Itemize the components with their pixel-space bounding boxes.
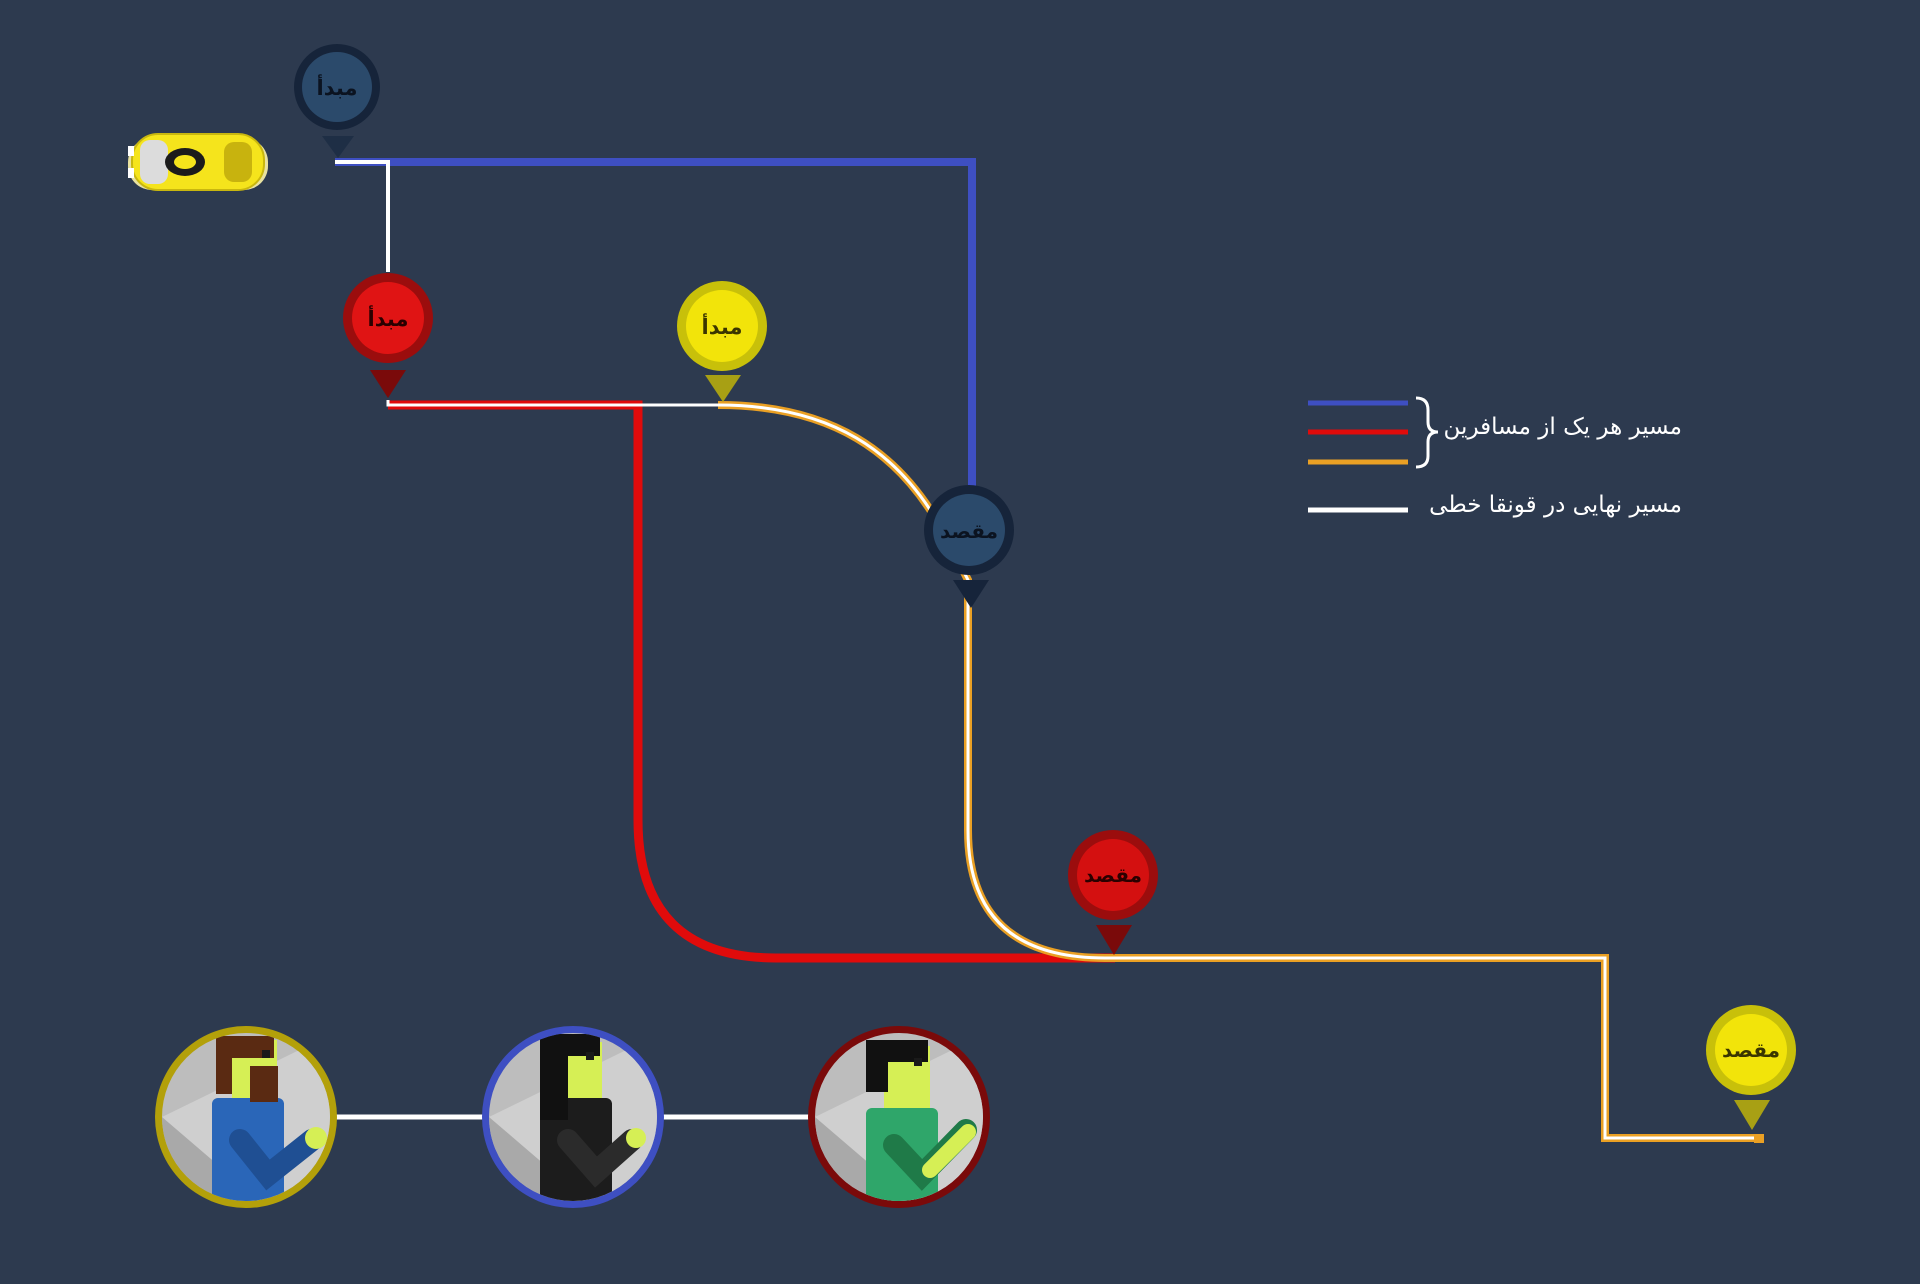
legend-label-final-route: مسیر نهایی در قونقا خطی [1429, 492, 1682, 518]
pin-label: مقصد [940, 519, 998, 543]
pin-yellow-destination: مقصد [1706, 1005, 1796, 1130]
pin-label: مبدأ [317, 73, 358, 100]
pin-red-destination: مقصد [1068, 830, 1158, 955]
bearded-man-passenger-icon [155, 1026, 337, 1208]
pin-yellow-origin: مبدأ [677, 281, 767, 402]
pin-label: مبدأ [702, 312, 743, 339]
legend-brace [1415, 396, 1439, 469]
pin-label: مبدأ [368, 304, 409, 331]
legend-label-passenger-routes: مسیر هر یک از مسافرین [1443, 414, 1682, 440]
pin-label: مقصد [1722, 1038, 1780, 1062]
routes [335, 158, 1764, 1143]
taxi-car-icon [128, 133, 268, 191]
legend [1308, 396, 1439, 513]
final-route-red-segment [386, 400, 718, 407]
passengers [155, 1026, 990, 1208]
blue-passenger-route [335, 158, 976, 490]
final-route-start [335, 160, 390, 272]
final-route-overlay-yellow [717, 403, 1755, 1140]
pin-red-origin: مبدأ [343, 273, 433, 398]
young-man-passenger-icon [808, 1026, 990, 1208]
red-passenger-route [388, 400, 1115, 963]
pin-label: مقصد [1084, 863, 1142, 887]
woman-passenger-icon [482, 1026, 664, 1208]
pin-blue-origin: مبدأ [294, 44, 380, 158]
route-end-marker [1754, 1134, 1764, 1143]
pin-blue-destination: مقصد [924, 485, 1014, 608]
